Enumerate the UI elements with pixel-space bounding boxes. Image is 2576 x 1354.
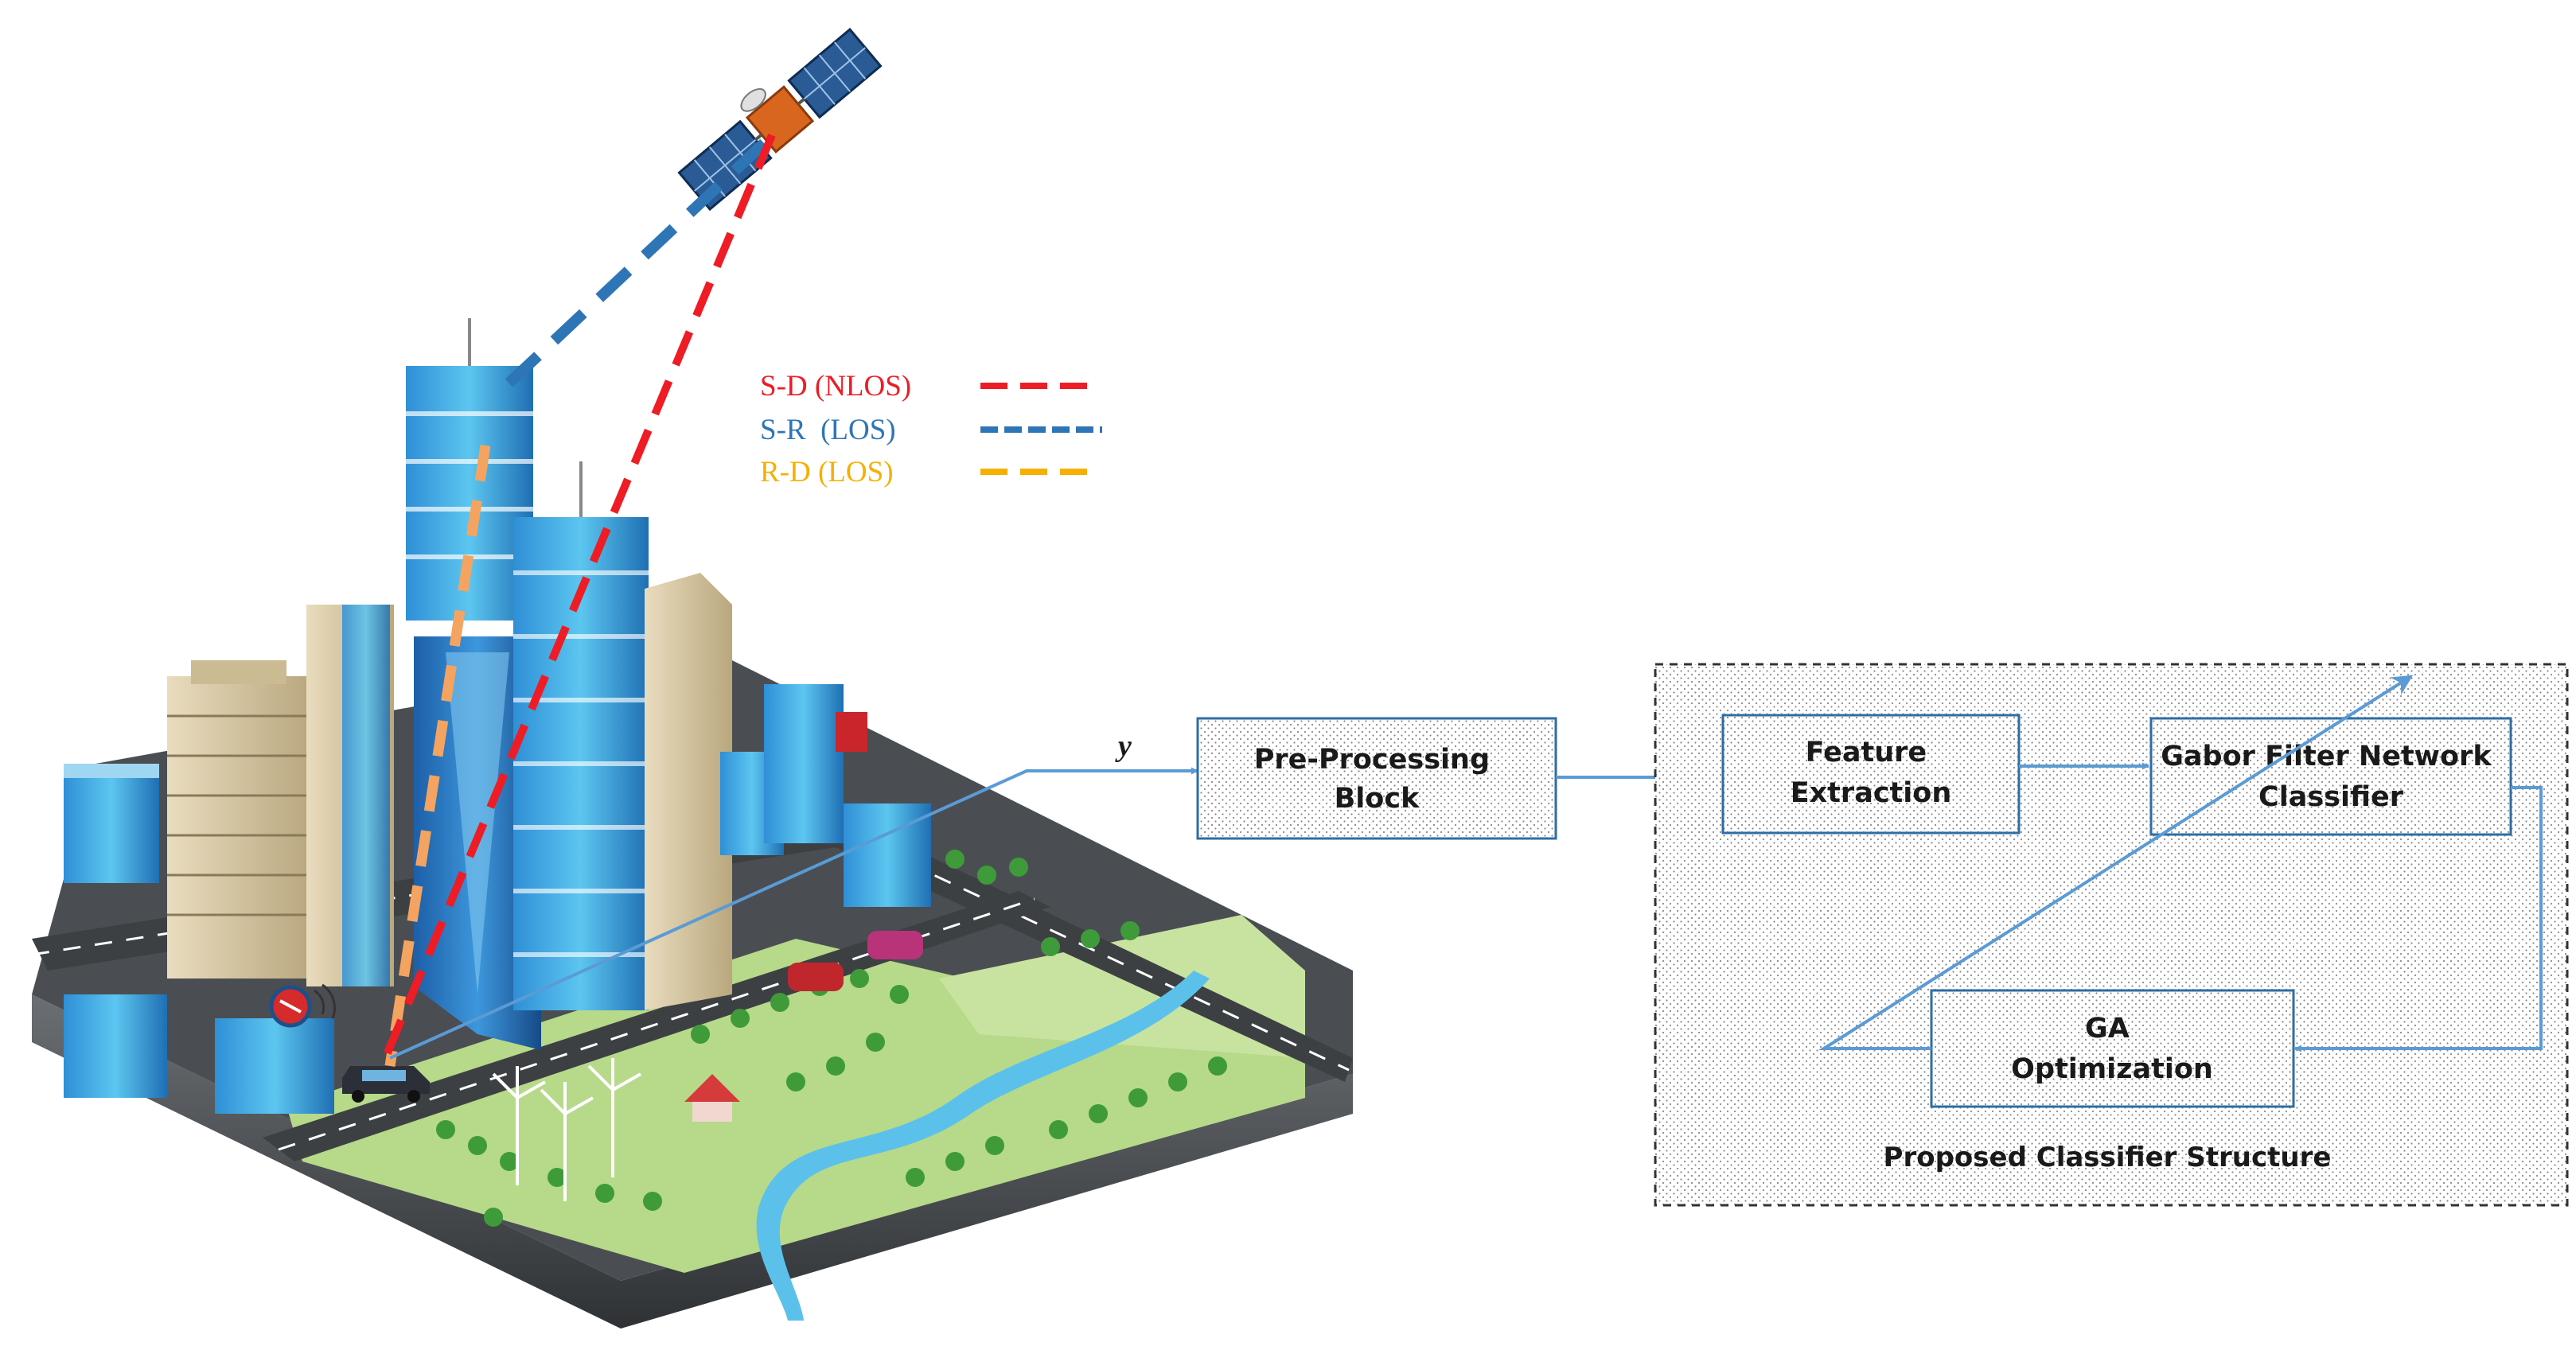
gabor-label-line2: Classifier bbox=[2258, 781, 2404, 813]
ga-label-line2: Optimization bbox=[2011, 1053, 2213, 1085]
river bbox=[756, 971, 1210, 1321]
svg-text:GA Optimization: GA Optimization bbox=[2011, 1013, 2213, 1085]
legend-sr-label: S-R (LOS) bbox=[760, 414, 896, 446]
destination-car-icon bbox=[342, 1066, 430, 1103]
feature-label-line2: Extraction bbox=[1791, 777, 1952, 809]
arrow-gabor-to-ga bbox=[2294, 786, 2543, 1052]
building-small-left bbox=[64, 764, 159, 883]
building-beige-right bbox=[645, 573, 732, 1010]
link-rd bbox=[384, 445, 491, 1067]
classifier-structure-label: Proposed Classifier Structure bbox=[1884, 1142, 2332, 1173]
signal-label: y bbox=[1115, 730, 1132, 763]
svg-text:Gabor Filter Network Cla: Gabor Filter Network Classifier bbox=[2161, 741, 2501, 813]
preprocessing-block[interactable]: Pre-Processing Block bbox=[1196, 717, 1557, 840]
legend: S-D (NLOS) S-R (LOS) R-D (LOS) bbox=[760, 370, 1102, 488]
link-sd bbox=[378, 134, 776, 1068]
arrow-ga-optimize bbox=[1818, 675, 2414, 1050]
svg-text:Pre-Processing Block: Pre-Processing Block bbox=[1254, 744, 1499, 815]
gabor-classifier-block[interactable]: Gabor Filter Network Classifier bbox=[2149, 717, 2512, 836]
building-right-tower bbox=[513, 461, 649, 1010]
legend-sd-label: S-D (NLOS) bbox=[760, 370, 911, 403]
legend-rd-label: R-D (LOS) bbox=[760, 456, 894, 488]
ga-optimization-block[interactable]: GA Optimization bbox=[1930, 989, 2295, 1108]
wind-turbines bbox=[492, 1058, 641, 1201]
feature-label-line1: Feature bbox=[1806, 737, 1927, 768]
carousel bbox=[684, 1074, 740, 1122]
signal-line bbox=[389, 767, 1198, 1060]
feature-extraction-block[interactable]: Feature Extraction bbox=[1721, 714, 2021, 835]
svg-text:Feature Extraction: Feature Extraction bbox=[1791, 737, 1952, 809]
preprocessing-label-line1: Pre-Processing bbox=[1254, 744, 1490, 776]
gabor-label-line1: Gabor Filter Network bbox=[2161, 741, 2492, 772]
building-beige-left bbox=[167, 660, 310, 979]
trees bbox=[436, 850, 1227, 1227]
ga-label-line1: GA bbox=[2085, 1013, 2130, 1045]
building-right-cluster bbox=[720, 684, 931, 907]
city-illustration bbox=[31, 318, 1353, 1329]
building-bottom-left bbox=[64, 994, 334, 1114]
relay-building-icon bbox=[269, 983, 336, 1028]
satellite-icon bbox=[677, 27, 883, 212]
preprocessing-label-line2: Block bbox=[1335, 783, 1420, 815]
building-tan-tower bbox=[306, 605, 394, 986]
cars bbox=[788, 931, 923, 991]
